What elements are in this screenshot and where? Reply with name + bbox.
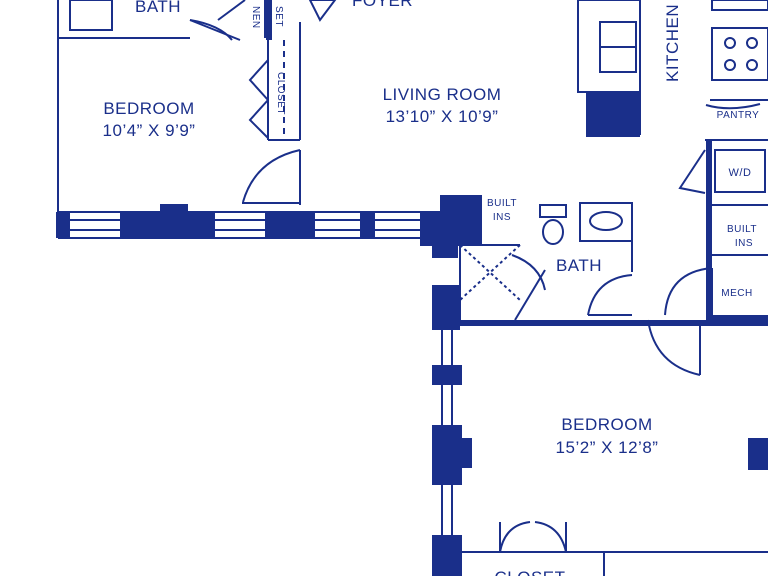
wall-block [748, 438, 768, 470]
door-swing [587, 274, 633, 316]
room-label-bath-top: BATH [135, 0, 181, 16]
wall-block [160, 204, 188, 214]
wall-block [432, 425, 462, 485]
room-name-bedroom1: BEDROOM [103, 99, 194, 118]
room-dims-bedroom2: 15’2” X 12’8” [556, 438, 659, 457]
door-swing [534, 521, 567, 553]
wall-block [120, 212, 215, 238]
burner [746, 59, 758, 71]
door [514, 269, 546, 321]
toilet [542, 219, 564, 245]
wall-block [266, 0, 272, 40]
door [217, 0, 246, 21]
sink [589, 211, 623, 231]
wall-block [432, 365, 462, 385]
cabinet [711, 0, 768, 11]
room-label-closet-top: SET [273, 6, 284, 27]
room-label-wd: W/D [729, 167, 752, 179]
wall-block [56, 212, 70, 238]
wall-block [586, 92, 640, 137]
shower-line [459, 244, 521, 301]
wall-block [360, 212, 375, 238]
door-swing [511, 254, 546, 291]
wall-block [440, 195, 482, 215]
door-swing [705, 103, 761, 110]
washer-dryer [714, 149, 766, 193]
wall-block [706, 140, 712, 320]
room-dims-living: 13’10” X 10’9” [386, 107, 499, 126]
bifold-door [248, 99, 269, 139]
wall-block [265, 212, 315, 238]
bifold-door [678, 149, 706, 194]
burner [746, 37, 758, 49]
built-ins-1-line2: INS [493, 212, 511, 223]
wall-block [432, 238, 458, 258]
room-label-bath-mid: BATH [556, 256, 602, 275]
wall-block [706, 315, 768, 323]
door-swing [242, 149, 301, 203]
door [189, 19, 241, 41]
stove [711, 27, 768, 81]
wall-block [432, 285, 460, 330]
door-swing [499, 521, 531, 553]
wall-block [432, 535, 462, 576]
bathtub [69, 0, 113, 31]
burner [724, 37, 736, 49]
built-ins-2-line2: INS [735, 238, 753, 249]
wall-block [460, 320, 768, 326]
vanity [579, 202, 633, 242]
bifold-door [248, 59, 269, 101]
toilet-tank [539, 204, 567, 218]
wall-block [460, 438, 472, 468]
door-swing [647, 319, 701, 376]
door-swing [664, 267, 713, 316]
room-name-bedroom2: BEDROOM [561, 415, 652, 434]
built-ins-2-line1: BUILT [727, 224, 757, 235]
room-label-linen: NEN [250, 6, 261, 29]
room-label-mech: MECH [721, 288, 752, 299]
room-label-kitchen: KITCHEN [663, 4, 682, 82]
room-label-closet-mid: CLOSET [275, 72, 286, 115]
room-dims-bedroom1: 10’4” X 9’9” [103, 121, 196, 140]
shower-line [459, 244, 521, 301]
room-label-foyer: FOYER [352, 0, 413, 10]
burner [724, 59, 736, 71]
room-name-living: LIVING ROOM [383, 85, 502, 104]
door [308, 0, 337, 22]
room-label-pantry: PANTRY [717, 110, 760, 121]
built-ins-1-line1: BUILT [487, 198, 517, 209]
room-label-closet-bottom: CLOSET [494, 568, 565, 576]
